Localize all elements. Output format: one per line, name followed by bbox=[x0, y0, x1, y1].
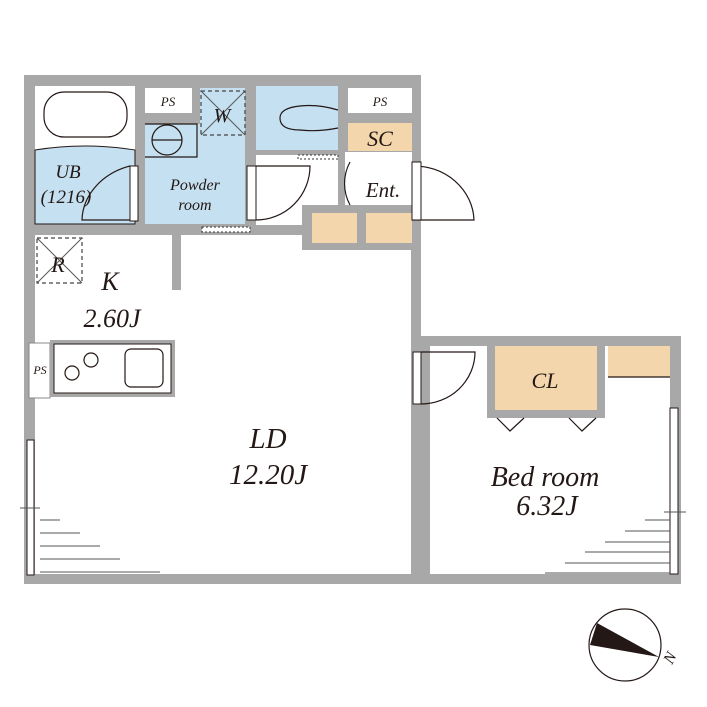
entrance bbox=[302, 152, 475, 250]
refrigerator-space bbox=[36, 237, 83, 284]
unit-bath bbox=[34, 86, 139, 225]
ld-size: 12.20J bbox=[229, 459, 308, 491]
bedroom-size: 6.32J bbox=[516, 491, 579, 522]
bedroom-door[interactable] bbox=[420, 351, 476, 405]
stove-burner-icon bbox=[64, 365, 80, 381]
ub-label: UB bbox=[55, 162, 81, 183]
powder-room-label-1: Powder bbox=[169, 177, 221, 194]
ub-size: (1216) bbox=[41, 187, 92, 208]
window-left bbox=[20, 439, 160, 576]
north-compass: N bbox=[588, 608, 681, 682]
kitchen-partition bbox=[172, 235, 181, 290]
north-arrow-icon bbox=[590, 623, 659, 657]
bath-door[interactable] bbox=[81, 165, 131, 221]
toilet bbox=[246, 86, 339, 225]
ps-top-right-label: PS bbox=[372, 94, 388, 109]
powder-room-label-2: room bbox=[178, 197, 211, 214]
bathtub-icon bbox=[43, 91, 128, 138]
sink-icon bbox=[124, 348, 164, 388]
living-dining-area bbox=[35, 235, 411, 574]
sliding-door[interactable] bbox=[201, 226, 251, 233]
window-right bbox=[545, 407, 686, 575]
closet-label: CL bbox=[532, 368, 559, 393]
ps-top-left-label: PS bbox=[160, 94, 176, 109]
inner-door[interactable] bbox=[344, 161, 351, 206]
entrance-door[interactable] bbox=[411, 165, 475, 221]
kitchen-label: K bbox=[100, 267, 120, 296]
closet bbox=[495, 346, 597, 410]
ps-top-right bbox=[348, 88, 412, 113]
entrance-label: Ent. bbox=[365, 178, 400, 202]
ps-kitchen-label: PS bbox=[32, 363, 46, 377]
stove-burner-icon bbox=[83, 352, 99, 368]
powder-room bbox=[145, 88, 251, 233]
washer-space-icon bbox=[200, 90, 246, 136]
toilet-icon bbox=[279, 104, 339, 132]
washer-label: W bbox=[214, 105, 233, 127]
toilet-door[interactable] bbox=[255, 165, 311, 221]
shoe-cabinet bbox=[348, 123, 412, 151]
refrigerator-label: R bbox=[50, 252, 65, 277]
ld-label: LD bbox=[248, 423, 286, 455]
kitchen-counter bbox=[50, 340, 175, 397]
ps-top-left bbox=[145, 88, 192, 113]
north-label: N bbox=[660, 648, 681, 667]
side-closet bbox=[608, 346, 670, 377]
bedroom-label: Bed room bbox=[491, 462, 600, 493]
kitchen-size: 2.60J bbox=[83, 304, 142, 333]
sc-label: SC bbox=[367, 126, 393, 151]
